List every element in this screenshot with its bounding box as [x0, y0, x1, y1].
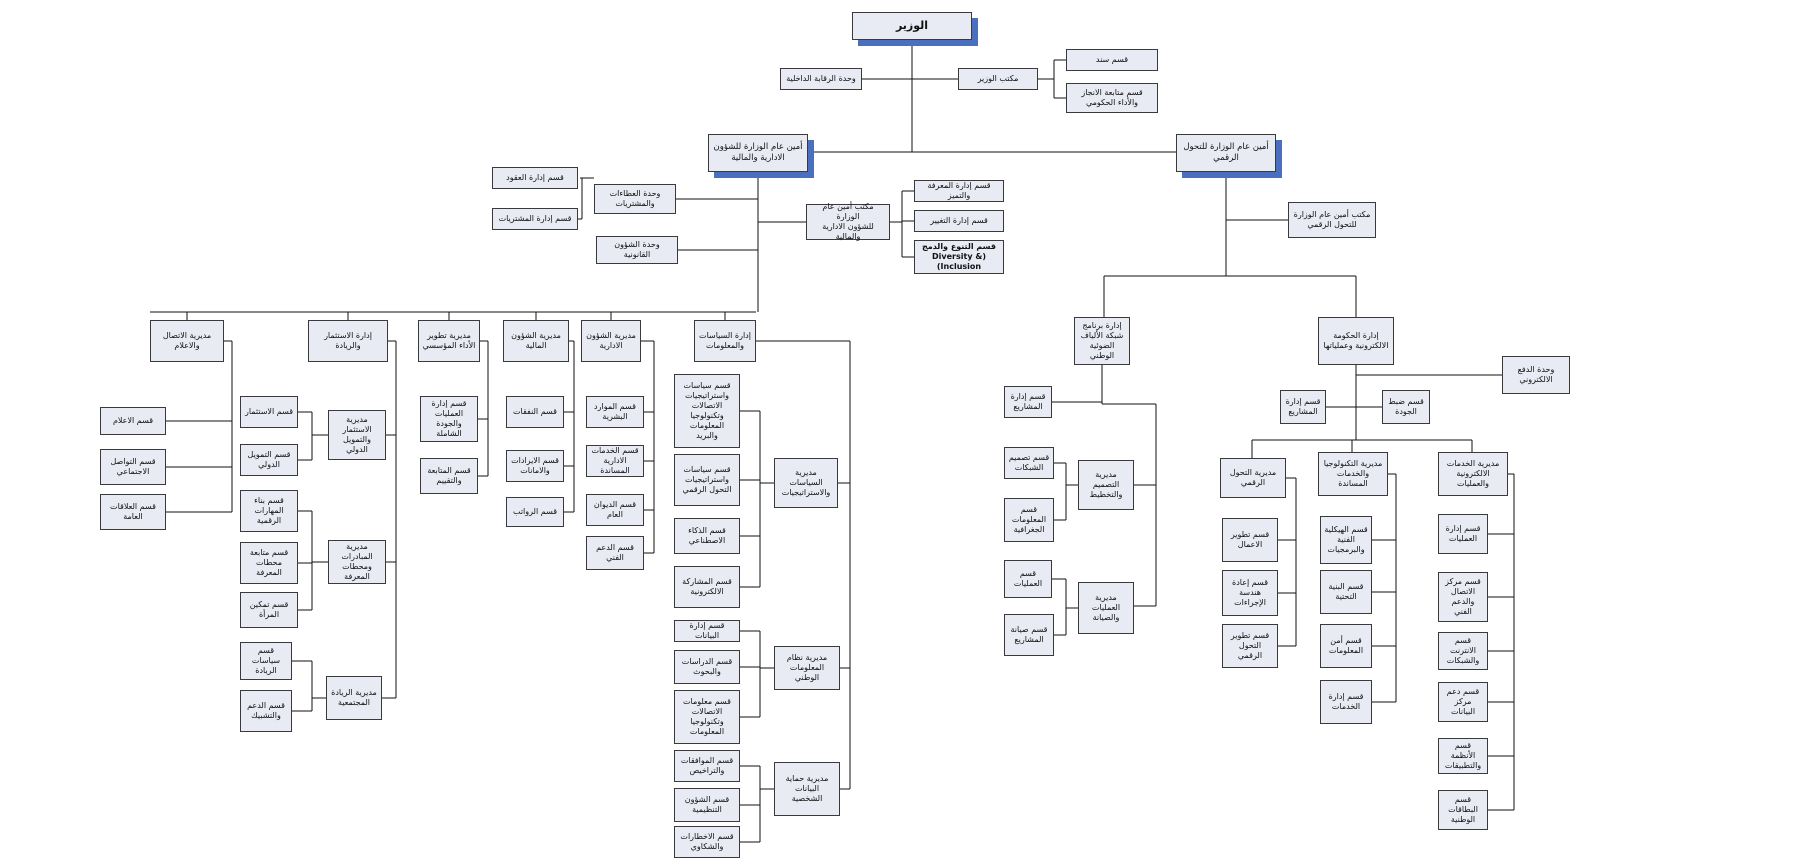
org-unit-egov: إدارة الحكومة الالكترونية وعملياتها [1318, 317, 1394, 365]
org-unit-dir-dt: مديرية التحول الرقمي [1220, 458, 1286, 498]
org-unit-finance: مديرية الشؤون المالية [503, 320, 569, 362]
org-unit-minister: الوزير [852, 12, 972, 40]
org-unit-infra: قسم البنية التحتية [1320, 570, 1372, 614]
org-unit-fiber-proj: قسم إدارة المشاريع [1004, 386, 1052, 418]
org-unit-internet: قسم الانترنت والشبكات [1438, 632, 1488, 670]
org-unit-sg-digital: أمين عام الوزارة للتحول الرقمي [1176, 134, 1276, 172]
org-unit-women: قسم تمكين المرأة [240, 592, 298, 628]
org-unit-reg-aff: قسم الشؤون التنظيمية [674, 788, 740, 822]
org-unit-ai: قسم الذكاء الاصطناعي [674, 518, 740, 554]
org-unit-biz-dev: قسم تطوير الاعمال [1222, 518, 1278, 562]
org-unit-ict-info: قسم معلومات الاتصالات وتكنولوجيا المعلوم… [674, 690, 740, 744]
org-unit-arch: قسم الهيكلية الفنية والبرمجيات [1320, 516, 1372, 564]
org-unit-ict-pol: قسم سياسات واستراتيجيات الاتصالات وتكنول… [674, 374, 740, 448]
org-unit-social: قسم التواصل الاجتماعي [100, 449, 166, 485]
org-unit-dir-design: مديرية التصميم والتخطيط [1078, 460, 1134, 510]
org-unit-sg-admin: أمين عام الوزارة للشؤون الادارية والمالي… [708, 134, 808, 172]
org-unit-systems: قسم الأنظمة والتطبيقات [1438, 738, 1488, 774]
org-unit-instdev: مديرية تطوير الأداء المؤسسي [418, 320, 480, 362]
org-unit-intl-fund: قسم التمويل الدولي [240, 444, 298, 476]
org-unit-dir-eservices: مديرية الخدمات الالكترونية والعمليات [1438, 452, 1508, 496]
org-unit-procure-unit: وحدة العطاءات والمشتريات [594, 184, 676, 214]
org-unit-svc-mgmt: قسم إدارة الخدمات [1320, 680, 1372, 724]
org-unit-entre-pol: قسم سياسات الريادة [240, 642, 292, 680]
org-unit-invest-sec: قسم الاستثمار [240, 396, 298, 428]
org-unit-ops-quality: قسم إدارة العمليات والجودة الشاملة [420, 396, 478, 442]
org-unit-policies: إدارة السياسات والمعلومات [694, 320, 756, 362]
org-unit-eparticip: قسم المشاركة الالكترونية [674, 566, 740, 608]
org-unit-proj-maint: قسم صيانة المشاريع [1004, 614, 1054, 656]
org-unit-support-net: قسم الدعم والتشبيك [240, 690, 292, 732]
org-unit-diversity: قسم التنوع والدمج (Diversity & Inclusion… [914, 240, 1004, 274]
org-unit-fiber-ops: قسم العمليات [1004, 560, 1052, 598]
org-unit-digital-skills: قسم بناء المهارات الرقمية [240, 490, 298, 532]
org-unit-studies: قسم الدراسات والبحوث [674, 650, 740, 684]
org-unit-dc: قسم دعم مركز البيانات [1438, 682, 1488, 722]
org-unit-pr: قسم العلاقات العامة [100, 494, 166, 530]
org-unit-epay: وحدة الدفع الالكتروني [1502, 356, 1570, 394]
org-unit-salaries: قسم الرواتب [506, 497, 564, 527]
org-unit-diwan: قسم الديوان العام [586, 494, 644, 526]
org-unit-audit: وحدة الرقابة الداخلية [780, 68, 862, 90]
org-unit-dir-nis: مديرية نظام المعلومات الوطني [774, 646, 840, 690]
org-unit-change: قسم إدارة التغيير [914, 210, 1004, 232]
org-unit-office: مكتب الوزير [958, 68, 1038, 90]
org-unit-eval: قسم المتابعة والتقييم [420, 458, 478, 494]
org-unit-egov-proj: قسم إدارة المشاريع [1280, 390, 1326, 424]
org-unit-data-mgmt: قسم إدارة البيانات [674, 620, 740, 642]
org-unit-media: قسم الاعلام [100, 407, 166, 435]
org-unit-comm: مديرية الاتصال والاعلام [150, 320, 224, 362]
org-unit-knowledge: قسم إدارة المعرفة والتميز [914, 180, 1004, 202]
org-unit-dir-pdp: مديرية حماية البيانات الشخصية [774, 762, 840, 816]
org-unit-net-design: قسم تصميم الشبكات [1004, 447, 1054, 479]
org-unit-dt-pol: قسم سياسات واستراتيجيات التحول الرقمي [674, 454, 740, 506]
org-unit-dir-opsmaint: مديرية العمليات والصيانة [1078, 582, 1134, 634]
org-unit-reeng: قسم إعادة هندسة الإجراءات [1222, 570, 1278, 616]
org-unit-dir-tech: مديرية التكنولوجيا والخدمات المساندة [1318, 452, 1388, 496]
org-unit-qc: قسم ضبط الجودة [1382, 390, 1430, 424]
org-unit-revenues: قسم الايرادات والامانات [506, 450, 564, 482]
org-unit-dir-entre: مديرية الريادة المجتمعية [326, 676, 382, 720]
org-unit-fiber: إدارة برنامج شبكة الألياف الضوئية الوطني [1074, 317, 1130, 365]
org-unit-hr: قسم الموارد البشرية [586, 396, 644, 428]
org-unit-legal: وحدة الشؤون القانونية [596, 236, 678, 264]
org-unit-dir-policies: مديرية السياسات والاستراتيجيات [774, 458, 838, 508]
org-unit-dt-dev: قسم تطوير التحول الرقمي [1222, 624, 1278, 668]
org-unit-sg-digital-office: مكتب أمين عام الوزارة للتحول الرقمي [1288, 202, 1376, 238]
org-unit-contracts: قسم إدارة العقود [492, 167, 578, 189]
org-unit-tech-support: قسم الدعم الفني [586, 536, 644, 570]
org-unit-ops-mgmt: قسم إدارة العمليات [1438, 514, 1488, 554]
org-unit-contact: قسم مركز الاتصال والدعم الفني [1438, 572, 1488, 622]
org-unit-infosec: قسم أمن المعلومات [1320, 624, 1372, 668]
org-unit-geo: قسم المعلومات الجغرافية [1004, 498, 1054, 542]
org-unit-purchases: قسم إدارة المشتريات [492, 208, 578, 230]
org-unit-id-cards: قسم البطاقات الوطنية [1438, 790, 1488, 830]
org-unit-followup: قسم متابعة الانجاز والأداء الحكومي [1066, 83, 1158, 113]
org-unit-admin-services: قسم الخدمات الادارية المساندة [586, 445, 644, 477]
org-unit-sg-admin-office: مكتب أمين عام الوزارة للشؤون الادارية وا… [806, 202, 890, 241]
org-unit-knowledge-st: قسم متابعة محطات المعرفة [240, 542, 298, 584]
org-unit-dir-initiatives: مديرية المبادرات ومحطات المعرفة [328, 540, 386, 584]
org-unit-adminaff: مديرية الشؤون الادارية [581, 320, 641, 362]
org-unit-sanad: قسم سند [1066, 49, 1158, 71]
org-unit-dir-invest: مديرية الاستثمار والتمويل الدولي [328, 410, 386, 460]
org-unit-invest: إدارة الاستثمار والريادة [308, 320, 388, 362]
org-unit-notices: قسم الاخطارات والشكاوي [674, 826, 740, 858]
org-unit-expenses: قسم النفقات [506, 396, 564, 428]
org-unit-approvals: قسم الموافقات والتراخيص [674, 750, 740, 782]
